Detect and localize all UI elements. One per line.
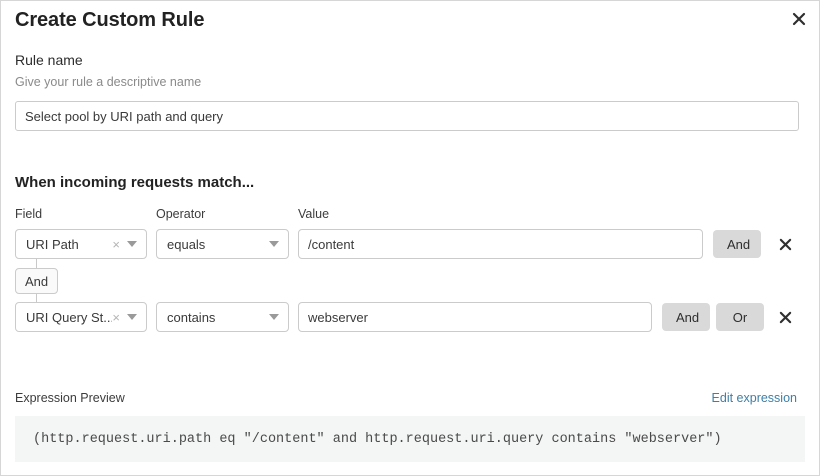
operator-select-1[interactable]: equals xyxy=(156,229,289,259)
chevron-down-icon xyxy=(269,241,279,247)
rule-name-help-text: Give your rule a descriptive name xyxy=(15,75,202,89)
chevron-down-icon xyxy=(127,314,137,320)
chevron-down-icon xyxy=(269,314,279,320)
field-select-1[interactable]: URI Path × xyxy=(15,229,147,259)
operator-select-2[interactable]: contains xyxy=(156,302,289,332)
dialog-title: Create Custom Rule xyxy=(15,9,205,31)
connector-line-top xyxy=(36,259,37,268)
value-input-1[interactable] xyxy=(298,229,703,259)
expression-preview-code: (http.request.uri.path eq "/content" and… xyxy=(15,416,805,462)
connector-and-chip[interactable]: And xyxy=(15,268,59,294)
expression-preview-label: Expression Preview xyxy=(15,391,125,405)
chevron-down-icon xyxy=(127,241,137,247)
delete-icon[interactable] xyxy=(775,307,795,327)
clear-icon[interactable]: × xyxy=(112,236,120,252)
rule-name-input[interactable] xyxy=(15,101,799,131)
condition-row: URI Path × equals And xyxy=(1,229,820,259)
match-section-heading: When incoming requests match... xyxy=(15,174,255,191)
rule-name-label: Rule name xyxy=(15,52,83,68)
operator-select-2-value: contains xyxy=(167,309,216,325)
clear-icon[interactable]: × xyxy=(112,309,120,325)
field-select-1-value: URI Path xyxy=(26,236,79,252)
edit-expression-link[interactable]: Edit expression xyxy=(711,391,797,405)
or-button-2[interactable]: Or xyxy=(716,303,764,331)
condition-connector: And xyxy=(15,259,135,303)
close-icon[interactable] xyxy=(788,8,810,30)
connector-line-bottom xyxy=(36,294,37,303)
column-header-operator: Operator xyxy=(156,207,206,221)
column-header-value: Value xyxy=(298,207,330,221)
field-select-2[interactable]: URI Query St... × xyxy=(15,302,147,332)
operator-select-1-value: equals xyxy=(167,236,206,252)
and-button-1[interactable]: And xyxy=(713,230,761,258)
and-button-2[interactable]: And xyxy=(662,303,710,331)
value-input-2[interactable] xyxy=(298,302,652,332)
column-header-field: Field xyxy=(15,207,43,221)
delete-icon[interactable] xyxy=(775,234,795,254)
field-select-2-value: URI Query St... xyxy=(26,309,113,325)
condition-row: URI Query St... × contains And Or xyxy=(1,302,820,332)
